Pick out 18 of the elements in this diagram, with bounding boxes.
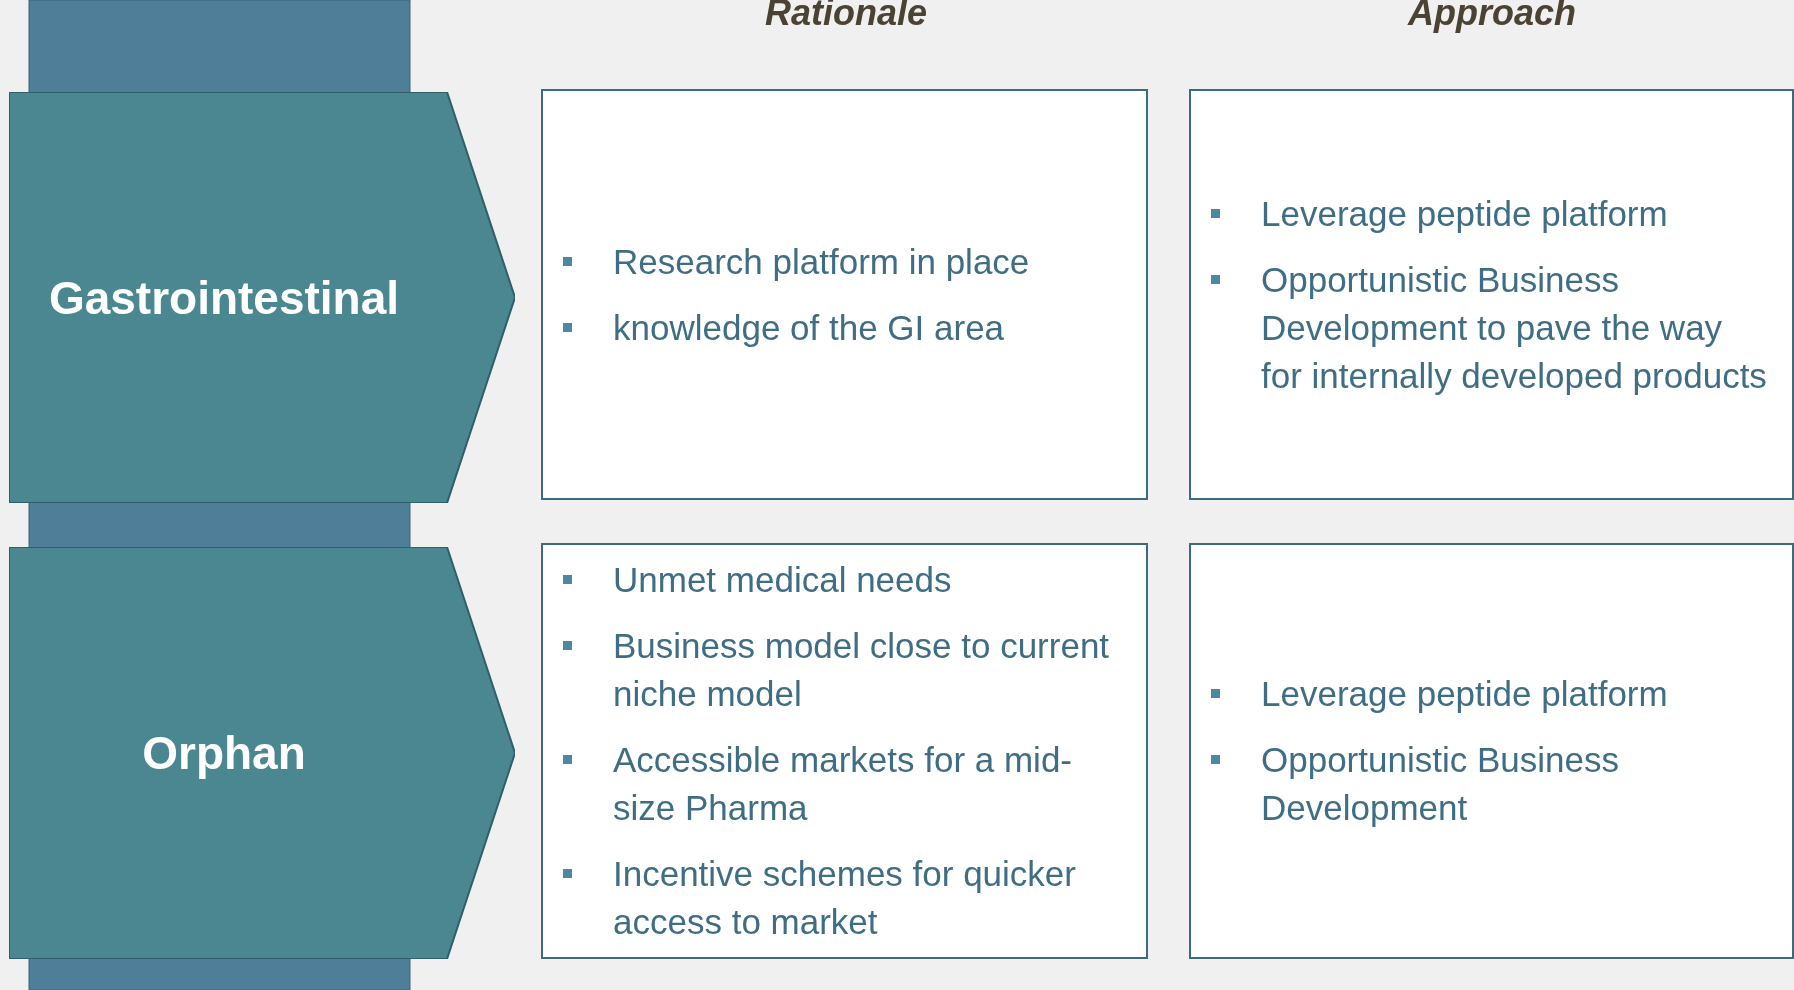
bullet-item: Accessible markets for a mid-size Pharma [563, 736, 1126, 832]
category-label: Gastrointestinal [47, 270, 401, 326]
text-panel [1189, 543, 1794, 959]
bullet-item: Leverage peptide platform [1211, 189, 1772, 238]
bullet-item: Opportunistic Business Development to pave the way for internally developed products [1211, 255, 1772, 400]
bullet-item: Leverage peptide platform [1211, 670, 1772, 718]
bullet-item: knowledge of the GI area [563, 303, 1126, 352]
chevron-shape [9, 92, 515, 503]
bullet-item: Opportunistic Business Development [1211, 736, 1772, 832]
text-panel [541, 89, 1148, 500]
chevron-shape [9, 547, 515, 959]
bullet-item: Unmet medical needs [563, 556, 1126, 604]
text-panel [541, 543, 1148, 959]
text-panel [1189, 89, 1794, 500]
bullet-item: Research platform in place [563, 237, 1126, 286]
bullet-item: Incentive schemes for quicker access to market [563, 850, 1126, 946]
bullet-item: Business model close to current niche model [563, 622, 1126, 718]
category-label: Orphan [141, 726, 307, 781]
